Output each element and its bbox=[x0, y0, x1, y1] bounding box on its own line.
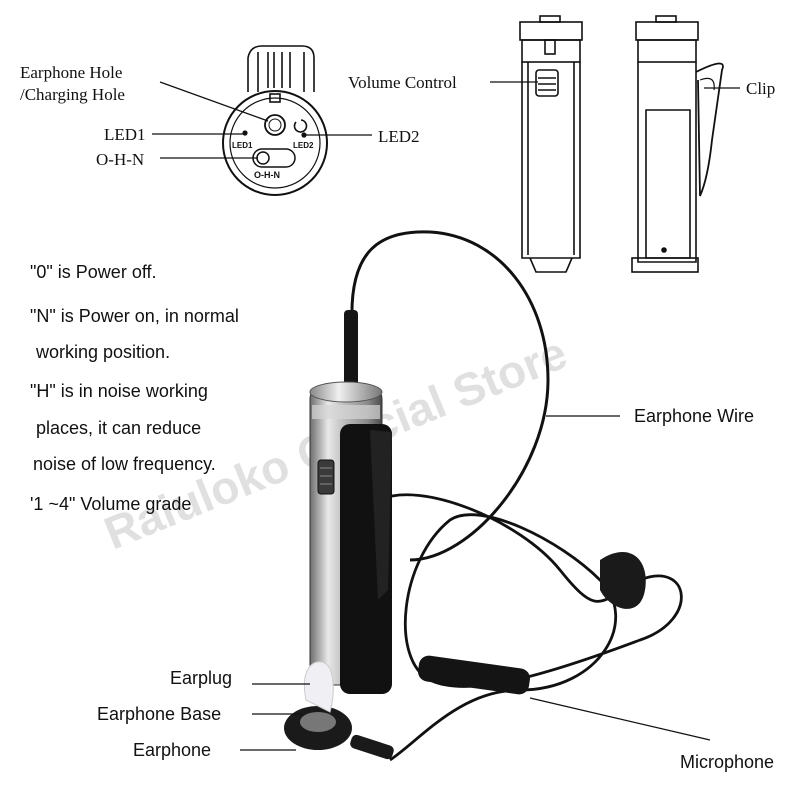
microphone-module bbox=[418, 655, 530, 695]
note-power-on: "N" is Power on, in normal bbox=[30, 306, 239, 326]
note-volume-grade: '1 ~4" Volume grade bbox=[30, 494, 192, 514]
earphone-photo bbox=[284, 661, 394, 760]
label-led2: LED2 bbox=[378, 127, 420, 146]
device-top-view bbox=[222, 45, 328, 196]
note-power-on-cont: working position. bbox=[36, 342, 171, 362]
leader-microphone bbox=[529, 697, 711, 741]
label-clip: Clip bbox=[746, 79, 775, 98]
device-mark-ohn: O-H-N bbox=[254, 170, 280, 180]
label-earplug: Earplug bbox=[170, 668, 232, 688]
note-noise-mode: "H" is in noise working bbox=[30, 381, 208, 401]
microphone-cable bbox=[379, 493, 683, 762]
label-earphone-hole: Earphone Hole bbox=[20, 63, 122, 82]
label-earphone: Earphone bbox=[133, 740, 211, 760]
label-earphone-wire: Earphone Wire bbox=[634, 406, 754, 426]
device-mark-led2: LED2 bbox=[293, 141, 314, 150]
label-charging-hole: /Charging Hole bbox=[20, 85, 125, 104]
label-volume-control: Volume Control bbox=[348, 73, 457, 92]
label-microphone: Microphone bbox=[680, 752, 774, 772]
label-earphone-base: Earphone Base bbox=[97, 704, 221, 724]
earphone-wire bbox=[350, 230, 550, 562]
device-mark-led1: LED1 bbox=[232, 141, 253, 150]
device-photo bbox=[309, 381, 392, 694]
note-noise-mode-cont2: noise of low frequency. bbox=[33, 454, 216, 474]
wire-plug bbox=[344, 310, 358, 390]
ear-hook bbox=[600, 551, 646, 609]
note-noise-mode-cont: places, it can reduce bbox=[36, 418, 202, 438]
leader-earphone-hole bbox=[159, 81, 269, 122]
device-side-view bbox=[519, 15, 583, 273]
device-back-view bbox=[631, 15, 724, 273]
note-power-off: "0" is Power off. bbox=[30, 262, 157, 282]
label-ohn: O-H-N bbox=[96, 150, 144, 169]
label-led1: LED1 bbox=[104, 125, 146, 144]
